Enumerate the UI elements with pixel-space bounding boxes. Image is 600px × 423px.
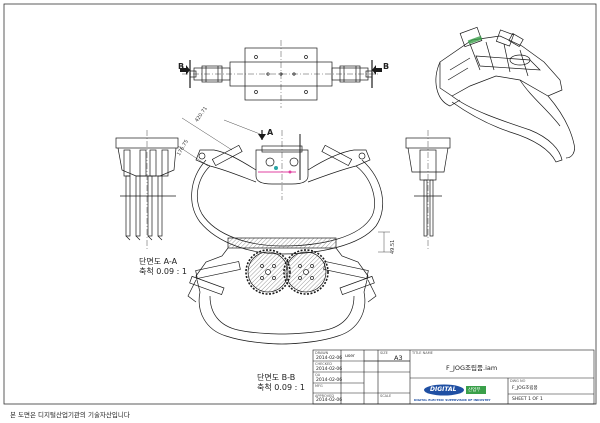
gear-left	[245, 249, 291, 295]
footer-notice: 본 도면은 디지털산업기관의 기술자산입니다	[10, 411, 130, 419]
drawn-label: DRAWN	[315, 351, 329, 355]
scale-label: SCALE	[380, 394, 392, 398]
sheet-number: SHEET 1 OF 1	[512, 397, 543, 402]
logo-badge: 산업부	[468, 388, 481, 393]
logo-subtitle: DIGITAL ELECTRIC SUPERVISOR OF INDUSTRY	[414, 398, 491, 402]
marker-b-right: B	[383, 62, 390, 71]
drawn-user: user	[345, 354, 355, 359]
sheet-border	[3, 3, 597, 405]
approved-label: APPROVED	[315, 394, 335, 398]
size-value: A3	[394, 354, 403, 362]
iso-green-label	[467, 35, 483, 45]
section-arrow-b-right	[372, 65, 382, 75]
section-aa-scale: 축척 0.09 : 1	[139, 267, 187, 276]
qa-date: 2014-02-06	[316, 378, 343, 383]
isometric-view	[435, 26, 575, 163]
size-label: SIZE	[380, 351, 388, 355]
dimension-49: 49.51	[390, 239, 396, 254]
marker-a: A	[267, 128, 274, 137]
logo-text: DIGITAL	[430, 386, 457, 393]
checked-label: CHECKED	[315, 362, 332, 366]
title-block	[312, 349, 595, 405]
accent-point	[288, 170, 292, 174]
highlight-point	[274, 166, 278, 170]
front-view	[177, 117, 390, 255]
section-bb-title: 단면도 B-B	[257, 373, 296, 382]
gear-right	[283, 249, 329, 295]
drawing-title: F_JOG조립품.iam	[446, 364, 498, 372]
qa-label: QA	[315, 373, 321, 377]
drawn-date: 2014-02-06	[316, 356, 343, 361]
approved-date: 2014-02-06	[316, 398, 343, 403]
dwg-number: F_JOG조립품	[512, 386, 538, 391]
dwg-label: DWG NO	[510, 379, 526, 383]
checked-date: 2014-02-06	[316, 367, 343, 372]
logo-badge-box	[466, 386, 486, 394]
section-arrow-b-left	[180, 65, 190, 75]
marker-b-left: B	[178, 62, 185, 71]
title-label: TITLE NAME	[412, 351, 433, 355]
logo-mark	[424, 384, 464, 396]
section-bb-view	[187, 237, 377, 345]
right-side-view	[405, 130, 451, 250]
section-aa-title: 단면도 A-A	[139, 257, 178, 266]
mfg-label: MFG	[315, 384, 323, 388]
left-side-view	[115, 130, 179, 250]
section-bb-scale: 축척 0.09 : 1	[257, 383, 305, 392]
top-view	[182, 40, 380, 108]
section-arrow-a	[258, 134, 266, 140]
